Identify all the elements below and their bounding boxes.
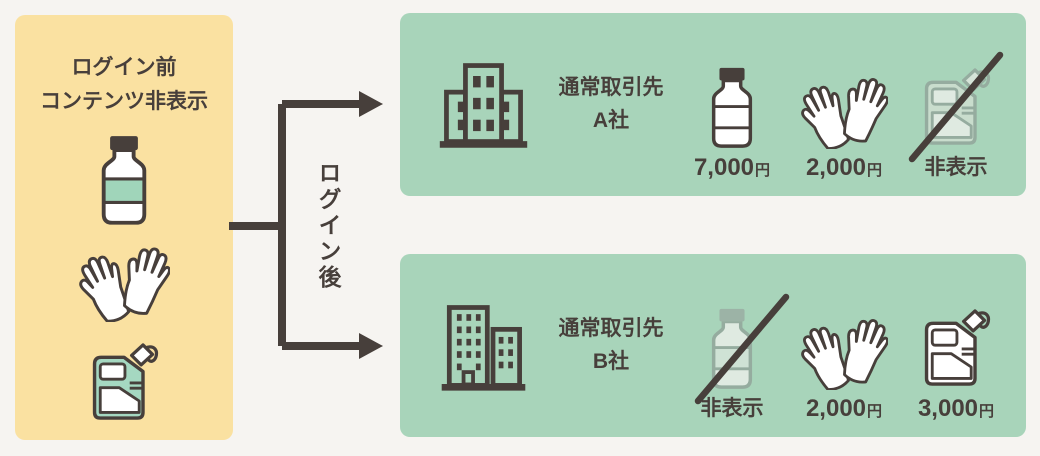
product-gloves: 2,000円: [798, 271, 890, 421]
before-login-title: ログイン前 コンテンツ非表示: [40, 51, 208, 118]
company-a-name: 通常取引先 A社: [545, 72, 677, 137]
gloves-icon: [78, 244, 170, 323]
price-jerry-can-b: 3,000円: [917, 394, 995, 422]
company-b-name-line1: 通常取引先: [558, 316, 664, 340]
company-a-card: 通常取引先 A社 7,000円: [400, 13, 1026, 196]
price-unit: 円: [867, 402, 883, 420]
product-bottle: 7,000円: [686, 30, 778, 180]
price-gloves-b: 2,000円: [805, 394, 883, 422]
hidden-label-a: 非表示: [924, 156, 988, 180]
price-value: 7,000: [693, 153, 755, 181]
branch-arrow: [229, 91, 383, 359]
price-unit: 円: [755, 161, 771, 179]
medicine-bottle-icon: [704, 66, 760, 149]
price-value: 2,000: [805, 394, 867, 422]
company-a-name-line1: 通常取引先: [558, 75, 664, 99]
before-login-title-line1: ログイン前: [71, 56, 177, 79]
price-unit: 円: [979, 402, 995, 420]
company-b-name-line2: B社: [592, 349, 630, 373]
gloves-icon: [800, 315, 888, 390]
company-b-products: 非表示 2,000円: [686, 271, 1002, 421]
product-jerry-can-hidden: 非表示: [908, 30, 1004, 180]
twin-towers-building-icon: [436, 298, 531, 393]
price-bottle-a: 7,000円: [693, 153, 771, 181]
price-value: 3,000: [917, 394, 979, 422]
product-gloves: 2,000円: [798, 30, 890, 180]
jerry-can-icon: [86, 340, 162, 424]
company-a-name-line2: A社: [592, 108, 630, 132]
company-b-name: 通常取引先 B社: [545, 313, 677, 378]
product-jerry-can: 3,000円: [910, 271, 1002, 421]
office-building-icon: [436, 57, 531, 152]
gloves-icon: [800, 74, 888, 149]
medicine-bottle-hidden-icon: [694, 294, 790, 405]
before-login-panel: ログイン前 コンテンツ非表示: [15, 15, 233, 440]
company-b-card: 通常取引先 B社 非表示: [400, 254, 1026, 437]
price-value: 2,000: [805, 153, 867, 181]
medicine-bottle-icon: [93, 134, 155, 226]
before-login-icons: [78, 134, 170, 424]
before-login-title-line2: コンテンツ非表示: [40, 89, 208, 113]
jerry-can-icon: [918, 306, 994, 390]
jerry-can-hidden-icon: [908, 52, 1004, 163]
price-gloves-a: 2,000円: [805, 153, 883, 181]
after-login-label: ログイン後: [315, 161, 341, 291]
price-unit: 円: [867, 161, 883, 179]
hidden-label-b: 非表示: [700, 397, 764, 421]
product-bottle-hidden: 非表示: [686, 271, 790, 421]
company-a-products: 7,000円 2,000円: [686, 30, 1004, 180]
